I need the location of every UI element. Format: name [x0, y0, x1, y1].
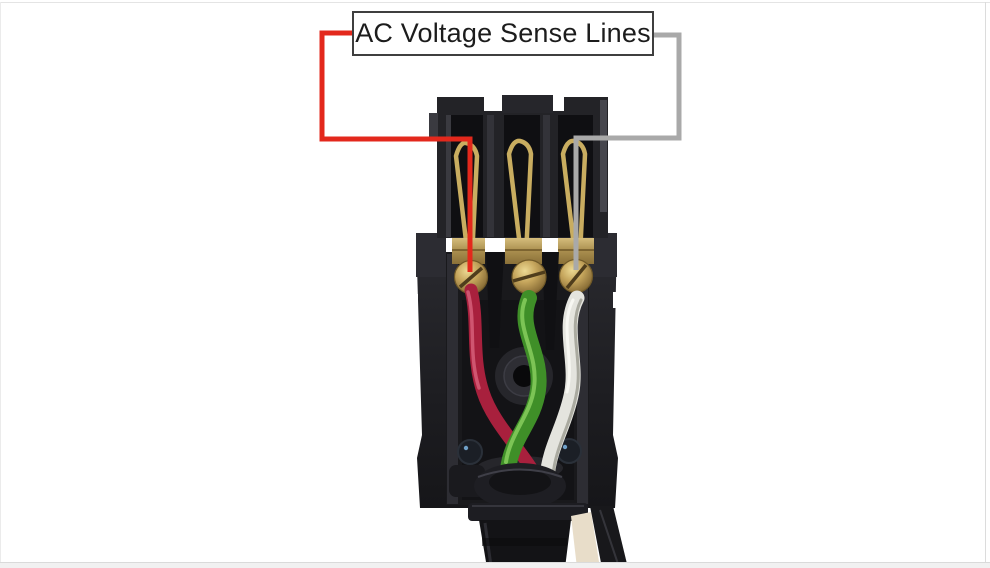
strain-relief [474, 463, 566, 509]
edge-notch [414, 420, 418, 432]
slot-divider-highlight [446, 115, 451, 237]
right-rail [577, 254, 588, 504]
screw-slot [565, 263, 588, 290]
top-housing [429, 95, 608, 264]
slide-border-right [985, 2, 986, 563]
terminal-screws [453, 258, 594, 295]
terminal-screw-right [558, 258, 594, 294]
cavity-post [486, 252, 504, 348]
white-wire-shadow [551, 298, 583, 478]
cable-bend-highlight [599, 509, 619, 565]
top-left-ear [429, 113, 438, 137]
edge-notch [614, 418, 618, 430]
red-wire-highlight [466, 290, 481, 390]
screw-slot [458, 266, 484, 289]
slide-bottom-strip [0, 562, 990, 568]
top-tab-left [437, 97, 484, 113]
assembly-screw-left [457, 439, 483, 465]
green-wire-highlight [504, 298, 537, 464]
callout-label-text: AC Voltage Sense Lines [355, 18, 651, 48]
slide-border-left [0, 2, 1, 563]
top-tab-center [502, 95, 553, 113]
terminal-plate [505, 238, 542, 264]
top-tab-right [564, 97, 608, 113]
clamp-bar [468, 503, 588, 521]
callout-label-box: AC Voltage Sense Lines [352, 11, 654, 56]
top-right-edge-highlight [600, 100, 607, 212]
leader-line-red [319, 30, 473, 272]
terminal-screw-middle [511, 259, 547, 295]
power-cable [479, 520, 571, 568]
slide-border-top [0, 2, 990, 3]
edge-notch [613, 292, 619, 308]
leader-line-gray [573, 32, 682, 270]
edge-notch [413, 294, 418, 310]
white-wire-highlight [565, 298, 575, 394]
left-corner-tab [416, 233, 446, 277]
left-rail [447, 254, 458, 504]
slot-divider-highlight [543, 115, 550, 237]
background-wedge [571, 512, 600, 568]
screw-slot [512, 270, 546, 283]
slot-divider-highlight [487, 115, 494, 237]
